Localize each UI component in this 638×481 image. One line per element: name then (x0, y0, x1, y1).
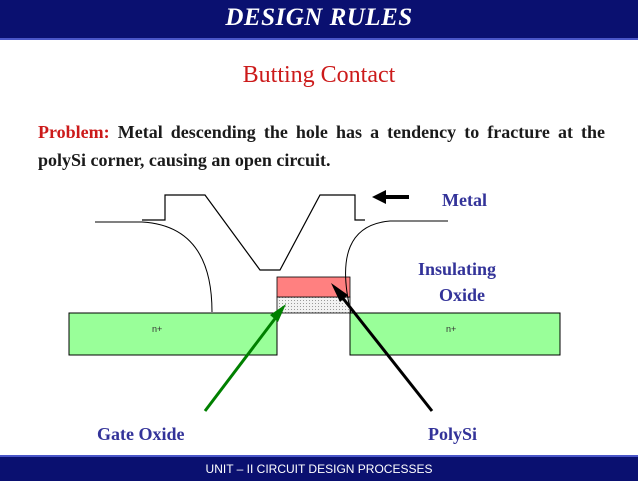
insulating-oxide-label-line2: Oxide (439, 285, 485, 305)
metal-label: Metal (442, 190, 487, 210)
title-bar: DESIGN RULES (0, 0, 638, 40)
insulating-oxide-outline (95, 221, 213, 313)
polysi-arrow (336, 291, 434, 412)
metal-layer (142, 194, 365, 271)
slide-title: DESIGN RULES (225, 4, 413, 31)
gate-oxide-arrowhead (270, 304, 286, 322)
footer-bar: UNIT – II CIRCUIT DESIGN PROCESSES (0, 455, 638, 481)
problem-statement: Problem: Metal descending the hole has a… (38, 118, 605, 174)
insulating-oxide-outline-right (345, 220, 448, 314)
metal-pointer-arrowhead (372, 190, 386, 204)
gate-oxide-arrow (203, 311, 282, 412)
problem-text: Metal descending the hole has a tendency… (38, 122, 606, 170)
footer-text: UNIT – II CIRCUIT DESIGN PROCESSES (205, 462, 433, 476)
insulating-oxide-label-line1: Insulating (418, 259, 496, 279)
n-plus-diffusion-right (349, 312, 561, 356)
problem-label: Problem: (38, 122, 110, 142)
n-plus-diffusion-left (68, 312, 278, 356)
polysi-layer (276, 276, 351, 298)
gate-oxide-label: Gate Oxide (97, 424, 185, 444)
slide-subtitle: Butting Contact (242, 62, 396, 88)
polysi-label: PolySi (428, 424, 477, 444)
n-plus-label-right: n+ (446, 324, 456, 334)
polysi-arrowhead (331, 283, 348, 302)
n-plus-label-left: n+ (152, 324, 162, 334)
